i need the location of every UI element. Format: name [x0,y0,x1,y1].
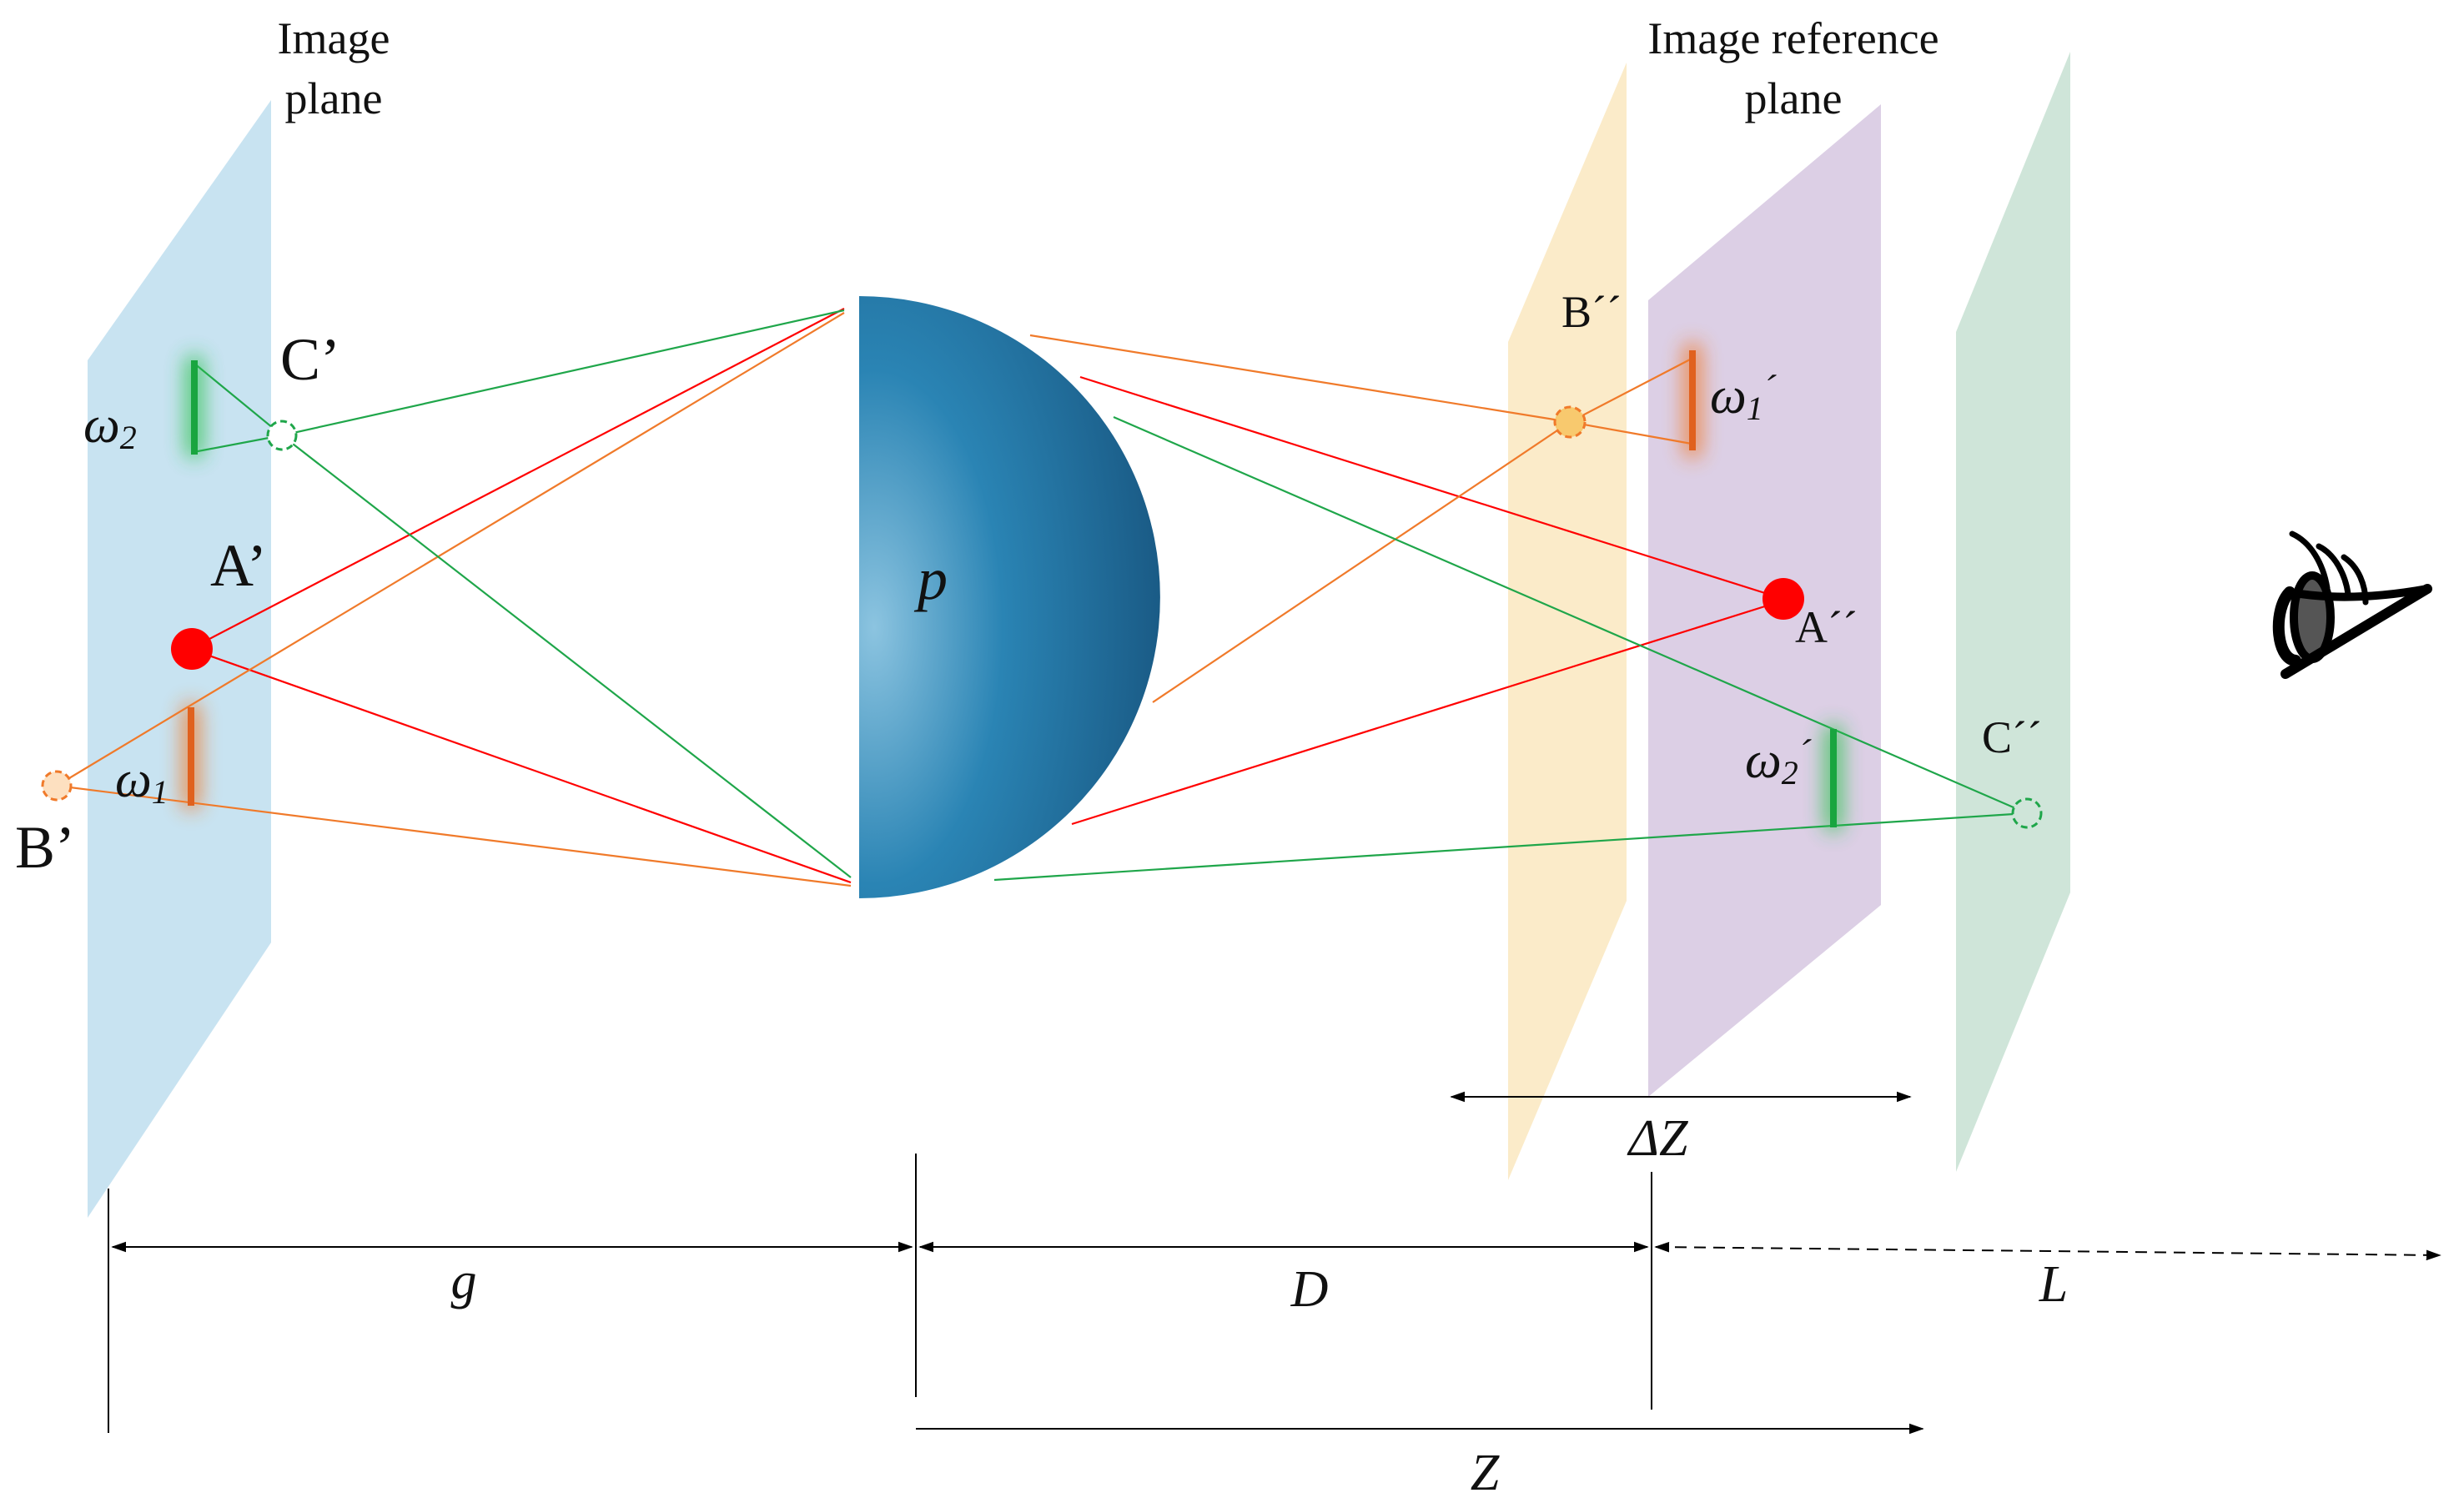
point-c-prime [266,420,298,451]
lens [859,296,1160,898]
b-double-prime-label: B´´ [1561,287,1622,337]
omega1-segment [182,702,200,811]
image-plane-label-1: Image [278,13,390,63]
c-double-prime-label: C´´ [1982,712,2042,762]
dz-label: ΔZ [1627,1110,1688,1167]
lens-label: p [913,545,948,612]
point-b-double-prime [1553,405,1587,439]
l-dimension [1654,1241,2441,1261]
omega2-label: ω2 [83,397,137,456]
omega1-prime-label: ω1´ [1710,367,1777,427]
omega1-label: ω1 [115,751,168,811]
a-prime-label: A’ [210,532,267,599]
yellow-plane [1508,63,1627,1180]
point-a-double-prime [1763,578,1804,620]
c-prime-label: C’ [280,326,340,393]
omega2-prime-label: ω2´ [1745,731,1812,792]
point-a-prime [171,628,213,670]
b-prime-label: B’ [15,814,75,881]
omega2-prime-segment [1824,724,1843,832]
omega2-segment [185,354,204,459]
omega1-prime-segment [1683,342,1702,459]
d-label: D [1290,1261,1329,1318]
point-c-double-prime [2011,797,2043,829]
l-label: L [2039,1256,2068,1313]
z-label: Z [1471,1445,1500,1501]
rays [56,308,2028,887]
point-b-prime [41,770,73,802]
image-plane-label-2: plane [285,73,383,123]
g-label: g [451,1253,477,1309]
a-double-prime-label: A´´ [1795,602,1858,652]
ref-plane-label-2: plane [1745,73,1843,123]
green-plane [1956,52,2070,1172]
dimension-lines [108,1091,2441,1435]
eye-icon [2272,530,2432,679]
ref-plane-label-1: Image reference [1647,13,1939,63]
